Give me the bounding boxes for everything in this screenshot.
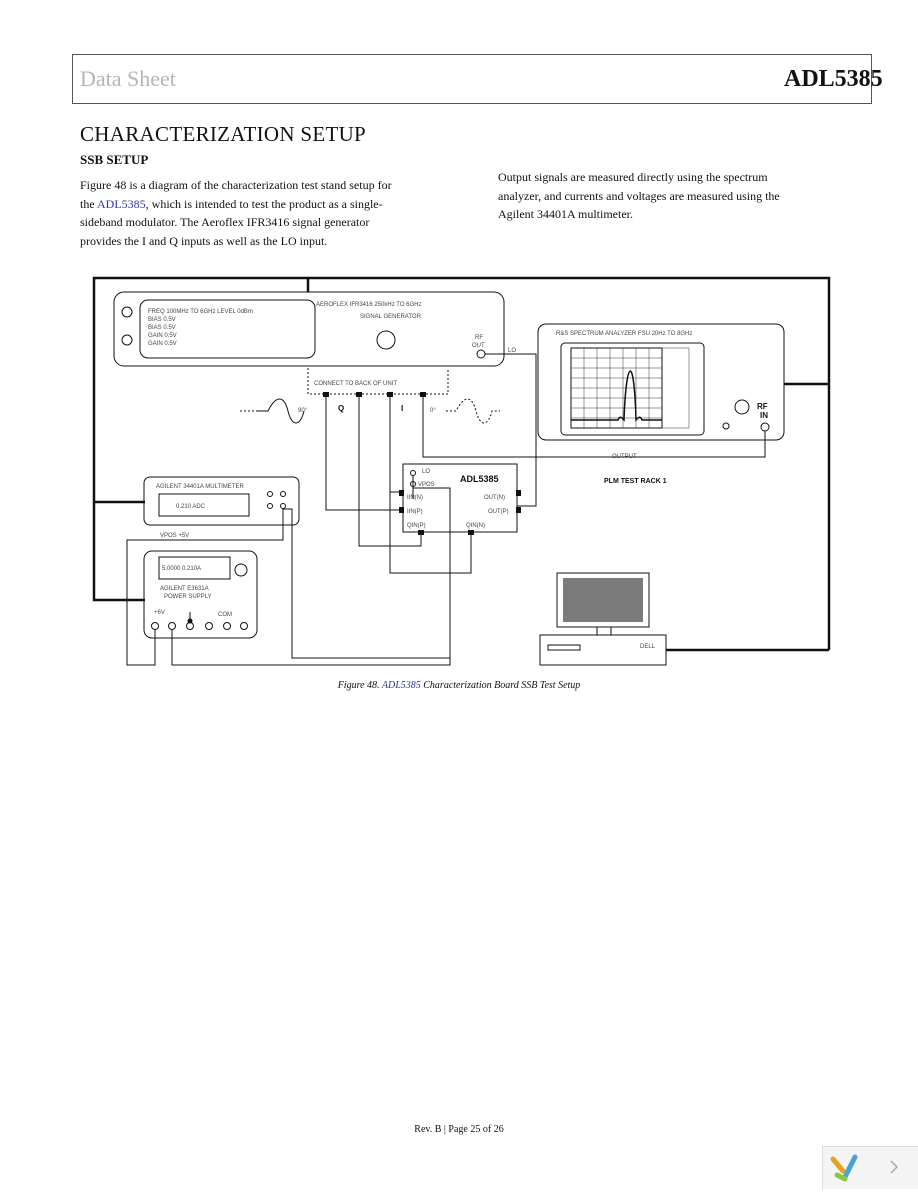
caption-prefix: Figure 48. xyxy=(337,680,382,691)
rack-frame-right xyxy=(308,276,831,650)
dut-lo-label: LO xyxy=(422,469,430,475)
siggen-gain-2: GAIN 0.5V xyxy=(148,341,177,347)
page-header-frame xyxy=(72,54,872,104)
siggen-gain-1: GAIN 0.5V xyxy=(148,333,177,339)
rack-frame-left xyxy=(92,276,310,602)
spectrum-analyzer xyxy=(537,323,785,441)
subsection-title: SSB SETUP xyxy=(80,152,149,167)
dut-board xyxy=(402,463,518,533)
phase-0-label: 0° xyxy=(430,408,436,414)
rf-in-label-2: IN xyxy=(760,411,768,420)
dut-name-label: ADL5385 xyxy=(460,474,499,484)
power-supply xyxy=(143,550,258,639)
pc-base xyxy=(539,634,667,666)
q-input-label: Q xyxy=(338,404,344,413)
measurement-paragraph: Output signals are measured directly usi… xyxy=(498,170,780,221)
dut-vpos-label: VPOS xyxy=(418,482,435,488)
siggen-bias-1: BIAS 0.5V xyxy=(148,317,176,323)
test-rack-label: PLM TEST RACK 1 xyxy=(604,478,667,485)
section-title: CHARACTERIZATION SETUP xyxy=(80,122,367,146)
multimeter-value: 0.210 ADC xyxy=(176,504,206,510)
spectrum-analyzer-title: R&S SPECTRUM ANALYZER FSU 20Hz TO 8GHz xyxy=(556,331,692,337)
i-input-label: I xyxy=(401,404,403,413)
siggen-subtitle: SIGNAL GENERATOR xyxy=(360,314,422,320)
intro-text-start: Figure 48 is a diagram of the characteri… xyxy=(80,178,392,211)
connect-back-label: CONNECT TO BACK OF UNIT xyxy=(314,381,397,387)
viewer-nav-widget[interactable] xyxy=(822,1146,918,1189)
siggen-freq-label: FREQ 100MHz TO 6GHz LEVEL 0dBm xyxy=(148,309,253,315)
psu-title: AGILENT E3631A xyxy=(160,586,209,592)
psu-com-label: COM xyxy=(218,612,232,618)
header-part-number: ADL5385 xyxy=(784,66,883,92)
psu-6v-label: +6V xyxy=(154,610,165,616)
figure-caption: Figure 48. ADL5385 Characterization Boar… xyxy=(0,680,918,691)
multimeter xyxy=(143,476,300,526)
dut-out-p-label: OUT(P) xyxy=(488,509,509,515)
pc-label: DELL xyxy=(640,644,656,650)
intro-text-end: , which is intended to test the product … xyxy=(80,196,383,248)
adl5385-link[interactable]: ADL5385 xyxy=(97,196,146,211)
dut-qin-n-label: QIN(N) xyxy=(466,523,485,529)
header-document-type: Data Sheet xyxy=(80,66,176,91)
rf-out-label-2: OUT xyxy=(472,343,485,349)
psu-subtitle: POWER SUPPLY xyxy=(164,594,212,600)
dut-iin-n-label: IIN(N) xyxy=(407,495,423,501)
pc-monitor xyxy=(556,572,650,628)
dut-out-n-label: OUT(N) xyxy=(484,495,505,501)
viewer-logo-icon xyxy=(830,1154,858,1182)
siggen-bias-2: BIAS 0.5V xyxy=(148,325,176,331)
page-footer: Rev. B | Page 25 of 26 xyxy=(414,1124,504,1135)
figure-48-diagram: FREQ 100MHz TO 6GHz LEVEL 0dBm BIAS 0.5V… xyxy=(80,268,860,668)
lo-label: LO xyxy=(508,348,516,354)
siggen-knob xyxy=(376,330,396,350)
output-label: OUTPUT xyxy=(612,454,637,460)
caption-suffix: Characterization Board SSB Test Setup xyxy=(420,680,581,691)
signal-generator xyxy=(113,291,505,367)
rf-in-label: RF xyxy=(757,402,768,411)
phase-90-label: 90° xyxy=(298,408,308,414)
multimeter-title: AGILENT 34401A MULTIMETER xyxy=(156,484,244,490)
sa-knob xyxy=(734,399,750,415)
rf-out-label: RF xyxy=(475,335,483,341)
siggen-title: AEROFLEX IFR3416 250kHz TO 6GHz xyxy=(316,302,422,308)
caption-link[interactable]: ADL5385 xyxy=(381,680,421,691)
rf-in-port xyxy=(760,422,770,432)
psu-value: 5.0000 0.210A xyxy=(162,566,201,572)
dut-qin-p-label: QIN(P) xyxy=(407,523,426,529)
rf-out-port xyxy=(476,349,486,359)
vpos-supply-label: VPOS +5V xyxy=(160,533,189,539)
intro-paragraph: Figure 48 is a diagram of the characteri… xyxy=(80,176,400,250)
next-page-icon[interactable] xyxy=(890,1160,899,1174)
dut-iin-p-label: IIN(P) xyxy=(407,509,423,515)
